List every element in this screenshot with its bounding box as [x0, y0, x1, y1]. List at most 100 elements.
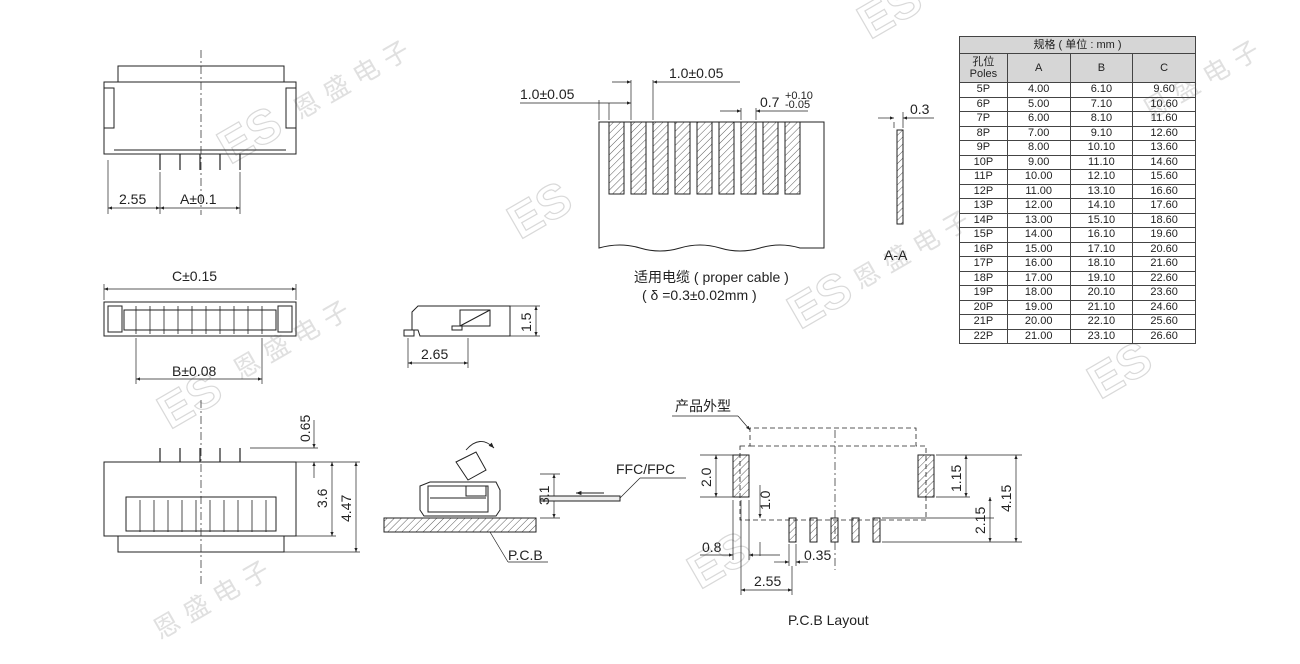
pcb-layout-title: P.C.B Layout — [788, 612, 869, 628]
ffc-fpc-label: FFC/FPC — [616, 461, 675, 477]
section-aa — [878, 112, 934, 225]
table-cell: 11.00 — [1006, 183, 1071, 199]
dim-top-b: B±0.08 — [172, 363, 216, 379]
dim-bottom-065: 0.65 — [297, 415, 313, 442]
bottom-view — [103, 400, 360, 585]
table-cell: 11.10 — [1069, 154, 1134, 170]
table-cell: 18P — [959, 270, 1008, 286]
mount-view — [383, 451, 686, 563]
dim-pcb-255: 2.55 — [754, 573, 781, 589]
table-cell: 20.00 — [1006, 314, 1071, 330]
watermark-brand: ES — [779, 262, 861, 340]
dim-top-c: C±0.15 — [172, 268, 217, 284]
dim-front-a: A±0.1 — [180, 191, 217, 207]
table-cell: 20.60 — [1132, 241, 1196, 257]
dim-cable-pitch-top: 1.0±0.05 — [669, 65, 724, 81]
table-cell: 14.60 — [1132, 154, 1196, 170]
dim-section-thickness: 0.3 — [910, 101, 930, 117]
table-cell: 10.60 — [1132, 96, 1196, 112]
table-cell: 6P — [959, 96, 1008, 112]
section-aa-label: A-A — [884, 247, 908, 263]
table-cell: 7.00 — [1006, 125, 1071, 141]
table-cell: 24.60 — [1132, 299, 1196, 315]
table-cell: 26.60 — [1132, 328, 1196, 344]
dim-pcb-08: 0.8 — [702, 539, 722, 555]
watermark-chars: 恩 盛 电 子 — [289, 36, 416, 126]
col-header-a: A — [1006, 53, 1071, 83]
table-cell: 21P — [959, 314, 1008, 330]
dim-front-left: 2.55 — [119, 191, 146, 207]
table-cell: 10.00 — [1006, 169, 1071, 185]
table-cell: 7P — [959, 111, 1008, 127]
table-cell: 8.10 — [1069, 111, 1134, 127]
table-cell: 14.10 — [1069, 198, 1134, 214]
dim-mount-31: 3.1 — [536, 485, 552, 505]
table-cell: 19.00 — [1006, 299, 1071, 315]
table-cell: 19.10 — [1069, 270, 1134, 286]
table-cell: 13.10 — [1069, 183, 1134, 199]
table-cell: 17.60 — [1132, 198, 1196, 214]
table-cell: 15P — [959, 227, 1008, 243]
table-cell: 12.60 — [1132, 125, 1196, 141]
dim-pcb-215: 2.15 — [972, 507, 988, 534]
table-cell: 9.10 — [1069, 125, 1134, 141]
table-cell: 9.00 — [1006, 154, 1071, 170]
table-cell: 11P — [959, 169, 1008, 185]
pcb-layout — [672, 415, 1022, 595]
table-cell: 6.10 — [1069, 82, 1134, 98]
table-cell: 16P — [959, 241, 1008, 257]
pcb-label: P.C.B — [508, 547, 543, 563]
watermark-brand: ES — [499, 172, 581, 250]
table-cell: 17P — [959, 256, 1008, 272]
table-cell: 10P — [959, 154, 1008, 170]
table-cell: 12.10 — [1069, 169, 1134, 185]
table-cell: 8P — [959, 125, 1008, 141]
table-cell: 20.10 — [1069, 285, 1134, 301]
table-cell: 13.60 — [1132, 140, 1196, 156]
table-cell: 25.60 — [1132, 314, 1196, 330]
table-cell: 11.60 — [1132, 111, 1196, 127]
watermark-brand: ES — [209, 97, 291, 175]
table-cell: 6.00 — [1006, 111, 1071, 127]
dim-cable-tol-minus: -0.05 — [785, 99, 810, 111]
front-view — [103, 50, 297, 215]
dim-bottom-447: 4.47 — [338, 495, 354, 522]
side-view — [403, 305, 540, 368]
table-cell: 14P — [959, 212, 1008, 228]
spec-table-title: 规格 ( 单位 : mm ) — [959, 36, 1196, 54]
table-cell: 17.10 — [1069, 241, 1134, 257]
col-header-c: C — [1132, 53, 1196, 83]
watermark-chars: 恩 盛 电 子 — [849, 206, 976, 296]
table-cell: 13.00 — [1006, 212, 1071, 228]
spec-table-title-row: 规格 ( 单位 : mm ) — [959, 36, 1196, 54]
table-cell: 18.60 — [1132, 212, 1196, 228]
top-view — [103, 284, 297, 384]
cable-thickness: ( δ =0.3±0.02mm ) — [642, 287, 757, 303]
table-cell: 15.00 — [1006, 241, 1071, 257]
spec-table-header-row: 孔位 Poles A B C — [959, 53, 1196, 83]
col-header-poles: 孔位 Poles — [959, 53, 1008, 83]
dim-side-15: 1.5 — [518, 312, 534, 332]
table-cell: 18.00 — [1006, 285, 1071, 301]
table-cell: 13P — [959, 198, 1008, 214]
table-cell: 16.00 — [1006, 256, 1071, 272]
table-cell: 10.10 — [1069, 140, 1134, 156]
table-cell: 16.60 — [1132, 183, 1196, 199]
dim-cable-pitch-left: 1.0±0.05 — [520, 86, 575, 102]
dim-side-265: 2.65 — [421, 346, 448, 362]
table-cell: 22P — [959, 328, 1008, 344]
table-cell: 20P — [959, 299, 1008, 315]
table-cell: 12.00 — [1006, 198, 1071, 214]
